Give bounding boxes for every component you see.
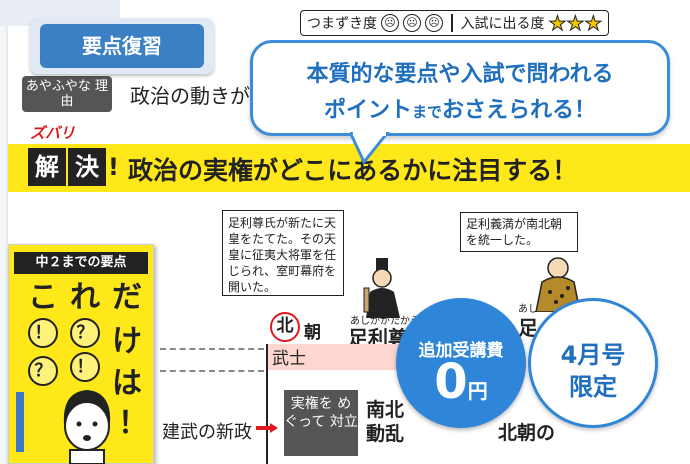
nanboku-line1: 南北	[366, 399, 405, 421]
fee-label: 追加受講費	[418, 341, 504, 361]
free-fee-badge: 追加受講費 0円	[396, 298, 526, 428]
sad-face-icon: ☹	[403, 14, 421, 32]
yoshimitsu-name: 足	[518, 316, 538, 340]
kid-character-icon	[63, 390, 111, 464]
fee-value: 0	[434, 354, 468, 410]
banner-title: 要点復習	[40, 24, 204, 68]
exclaim-circle-icon: ！	[70, 352, 100, 382]
book-band: 中２までの要点	[14, 252, 148, 274]
bubble-line-1: 本質的な要点や入試で問われる	[306, 62, 614, 87]
nanboku-label: 南北 動乱	[366, 398, 404, 446]
kenmu-restoration-label: 建武の新政	[162, 422, 252, 443]
reason-text: 政治の動きが	[130, 84, 250, 108]
book-title-char: け	[112, 324, 142, 359]
star-icon: ★★★	[548, 11, 603, 35]
divider	[451, 14, 453, 32]
dashed-line	[160, 370, 264, 372]
note-takauji: 足利尊氏が新たに天皇をたてた。その天皇に征夷大将軍を任じられ、室町幕府を開いた。	[222, 210, 344, 296]
north-court-suffix: 朝	[304, 323, 321, 343]
solution-band	[8, 144, 690, 192]
takauji-ruby: あしかがたかうじ	[350, 316, 430, 327]
book-spine-strip	[16, 392, 24, 452]
limited-month: 4月号	[560, 341, 626, 369]
bushi-row	[268, 344, 408, 370]
solution-headline: 政治の実権がどこにあるかに注目する！	[128, 156, 578, 185]
speech-bubble	[250, 40, 670, 136]
note-yoshimitsu: 足利義満が南北朝を統一した。	[460, 212, 578, 252]
sad-face-icon: ☹	[425, 14, 443, 32]
bubble-tail-icon	[350, 132, 390, 164]
book-title-char: ！	[118, 406, 148, 441]
conflict-box: 実権を めぐって 対立	[284, 390, 358, 456]
bubble-line-2: ポイントまでおさえられる！	[270, 92, 650, 124]
kaiketsu-label: 解 決 !	[28, 146, 119, 188]
question-circle-icon: ？	[70, 318, 100, 348]
bubble-line-2-small: まで	[411, 103, 442, 121]
conflict-text: 実権を めぐって 対立	[284, 396, 358, 430]
exclaim-circle-icon: ！	[28, 318, 58, 348]
book-title-char: れ	[70, 280, 100, 315]
timeline-axis	[266, 344, 268, 464]
book-title-char: だ	[112, 280, 142, 315]
yoshimitsu-ruby: あし	[518, 304, 538, 315]
takauji-figure-icon	[363, 258, 400, 318]
fee-amount: 0円	[396, 356, 526, 417]
book-title-char: は	[112, 366, 142, 401]
book-title-char: こ	[28, 280, 58, 315]
sad-face-icon: ☹	[381, 14, 399, 32]
bubble-line-2b: おさえられる！	[442, 98, 597, 123]
fee-unit: 円	[467, 379, 488, 403]
zubari-label: ズバリ	[30, 124, 76, 142]
limited-text: 限定	[569, 373, 617, 401]
exam-label: 入試に出る度	[460, 16, 545, 32]
bushi-label: 武士	[272, 349, 306, 369]
stumble-label: つまずき度	[307, 16, 377, 32]
north-court-label: 北朝の	[498, 422, 556, 444]
reason-tag: あやふやな 理由	[22, 76, 112, 112]
question-circle-icon: ？	[28, 356, 58, 386]
ketsu-char: 決	[68, 148, 106, 186]
exclamation-icon: !	[108, 153, 119, 181]
nanboku-line2: 動乱	[366, 423, 405, 445]
north-court-badge: 北	[270, 312, 300, 342]
arrow-right-icon	[256, 423, 278, 433]
difficulty-meter: つまずき度 ☹ ☹ ☹ 入試に出る度 ★★★	[300, 10, 610, 36]
limited-badge: 4月号 限定	[528, 298, 658, 428]
kai-char: 解	[28, 148, 66, 186]
dashed-line	[160, 348, 264, 350]
bubble-line-2a: ポイント	[323, 98, 412, 123]
